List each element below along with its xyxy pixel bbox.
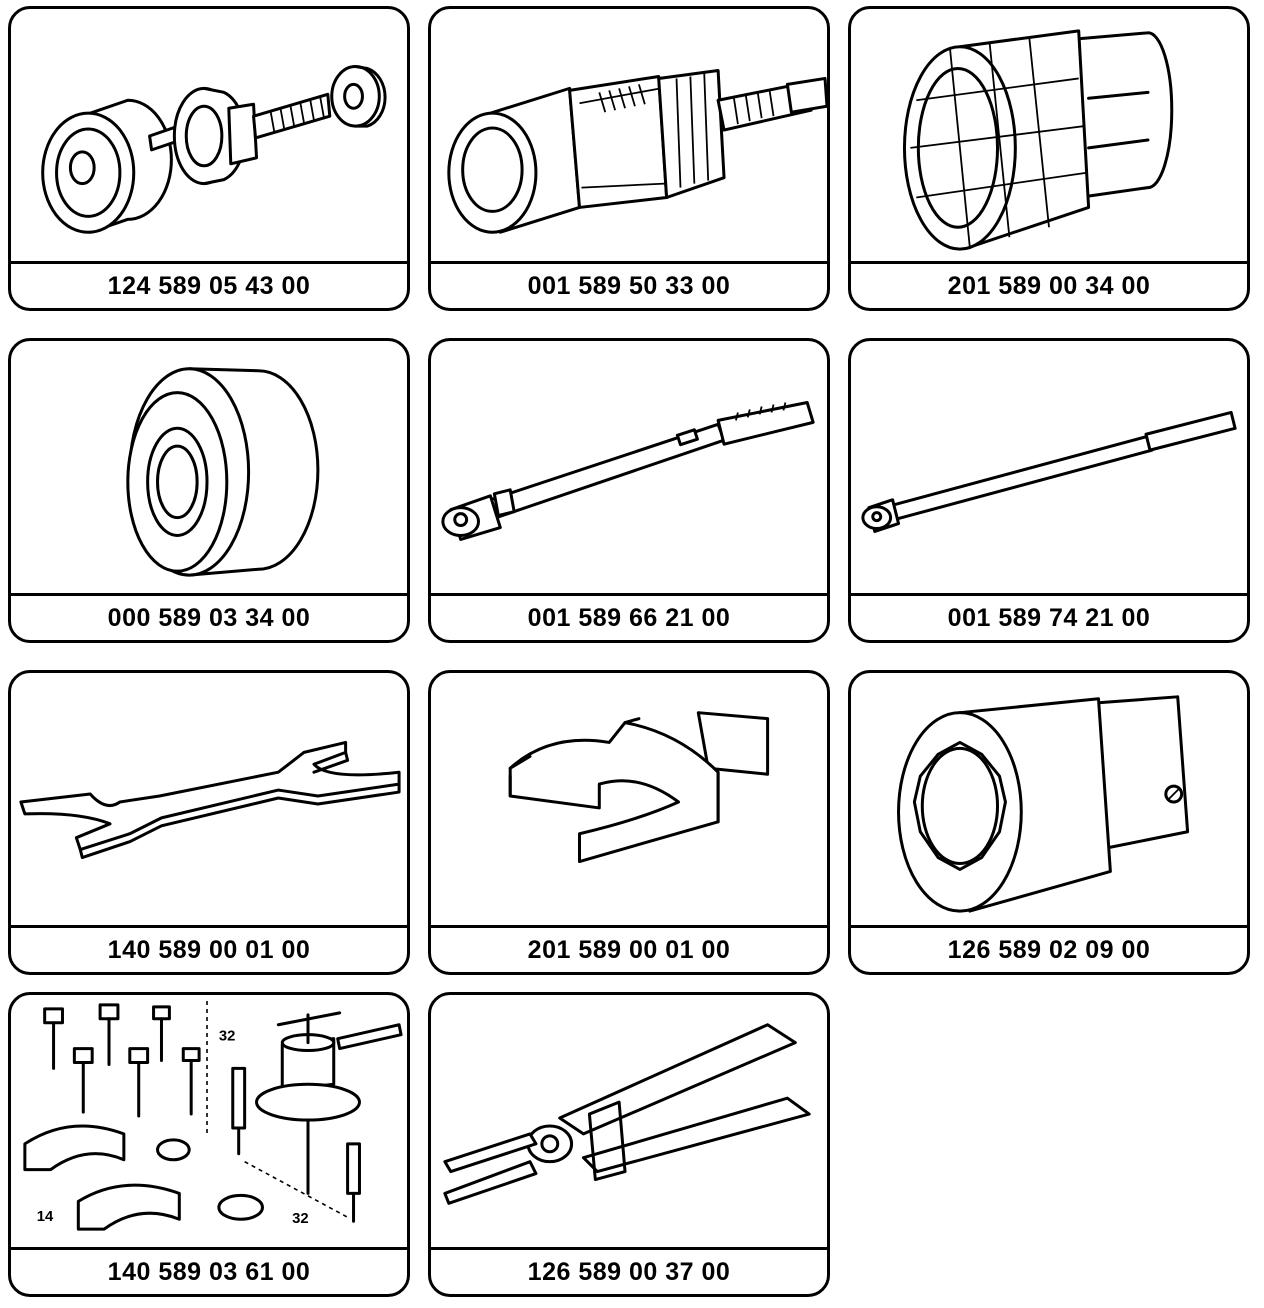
double-open-wrench-icon xyxy=(11,673,407,926)
callout-label: 32 xyxy=(292,1211,309,1227)
tool-card-124-589-05-43-00: 124 589 05 43 00 xyxy=(8,6,410,311)
drift-sleeve-icon xyxy=(11,341,407,594)
tool-card-140-589-00-01-00: 140 589 00 01 00 xyxy=(8,670,410,975)
part-number-label: 124 589 05 43 00 xyxy=(11,261,407,308)
twelve-point-socket-icon xyxy=(851,673,1247,926)
tool-card-126-589-02-09-00: 126 589 02 09 00 xyxy=(848,670,1250,975)
part-number-label: 001 589 74 21 00 xyxy=(851,593,1247,640)
part-number-label: 001 589 50 33 00 xyxy=(431,261,827,308)
socket-adapter-icon xyxy=(431,9,827,262)
tool-card-201-589-00-34-00: 201 589 00 34 00 xyxy=(848,6,1250,311)
part-number-label: 000 589 03 34 00 xyxy=(11,593,407,640)
callout-label: 14 xyxy=(37,1209,54,1225)
tool-kit-icon: 32 14 32 xyxy=(11,995,407,1248)
callout-label: 32 xyxy=(219,1029,236,1045)
part-number-label: 126 589 02 09 00 xyxy=(851,925,1247,972)
part-number-label: 201 589 00 01 00 xyxy=(431,925,827,972)
tool-card-126-589-00-37-00: 126 589 00 37 00 xyxy=(428,992,830,1297)
part-number-label: 140 589 00 01 00 xyxy=(11,925,407,972)
torque-wrench-icon xyxy=(431,341,827,594)
tool-card-201-589-00-01-00: 201 589 00 01 00 xyxy=(428,670,830,975)
part-number-label: 126 589 00 37 00 xyxy=(431,1247,827,1294)
open-end-insert-icon xyxy=(431,673,827,926)
tool-card-001-589-50-33-00: 001 589 50 33 00 xyxy=(428,6,830,311)
tool-card-001-589-66-21-00: 001 589 66 21 00 xyxy=(428,338,830,643)
circlip-pliers-icon xyxy=(431,995,827,1248)
tool-card-001-589-74-21-00: 001 589 74 21 00 xyxy=(848,338,1250,643)
part-number-label: 140 589 03 61 00 xyxy=(11,1247,407,1294)
torque-wrench-long-icon xyxy=(851,341,1247,594)
part-number-label: 001 589 66 21 00 xyxy=(431,593,827,640)
collet-sleeve-icon xyxy=(851,9,1247,262)
tool-card-000-589-03-34-00: 000 589 03 34 00 xyxy=(8,338,410,643)
part-number-label: 201 589 00 34 00 xyxy=(851,261,1247,308)
puller-assembly-icon xyxy=(11,9,407,262)
tool-card-140-589-03-61-00: 32 14 32 140 589 03 61 00 xyxy=(8,992,410,1297)
